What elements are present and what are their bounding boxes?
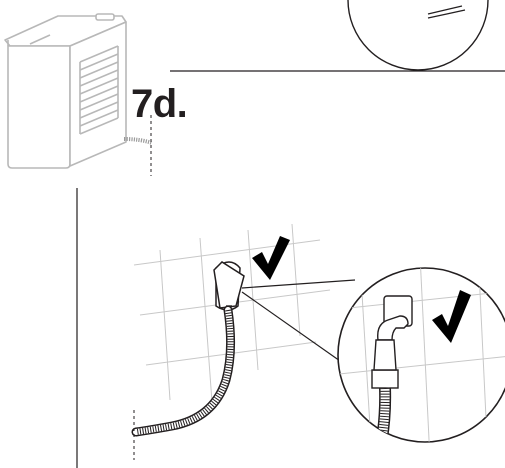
previous-detail-circle xyxy=(347,0,489,71)
faucet-icon xyxy=(213,261,245,311)
checkmark-icon xyxy=(252,236,290,280)
step-label: 7d. xyxy=(131,82,188,126)
hose-icon xyxy=(131,305,236,437)
detail-magnifier xyxy=(337,267,505,443)
checkmark-icon xyxy=(432,290,471,343)
washing-machine-icon xyxy=(4,13,127,169)
hose-icon xyxy=(123,115,153,176)
zoom-callout-lines xyxy=(241,279,356,369)
